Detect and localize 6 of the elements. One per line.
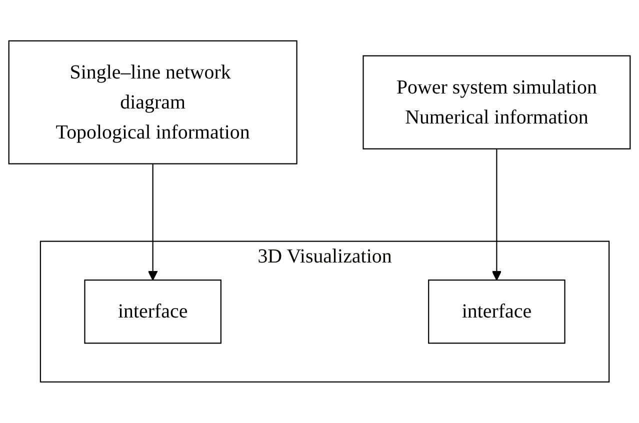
node-box: interface bbox=[428, 280, 566, 344]
arrow bbox=[492, 148, 502, 281]
node-box: Power system simulation Numerical information bbox=[362, 55, 631, 150]
arrow bbox=[148, 164, 158, 281]
node-box: interface bbox=[84, 280, 222, 344]
node-box: Single–line network diagram Topological information bbox=[8, 40, 298, 164]
